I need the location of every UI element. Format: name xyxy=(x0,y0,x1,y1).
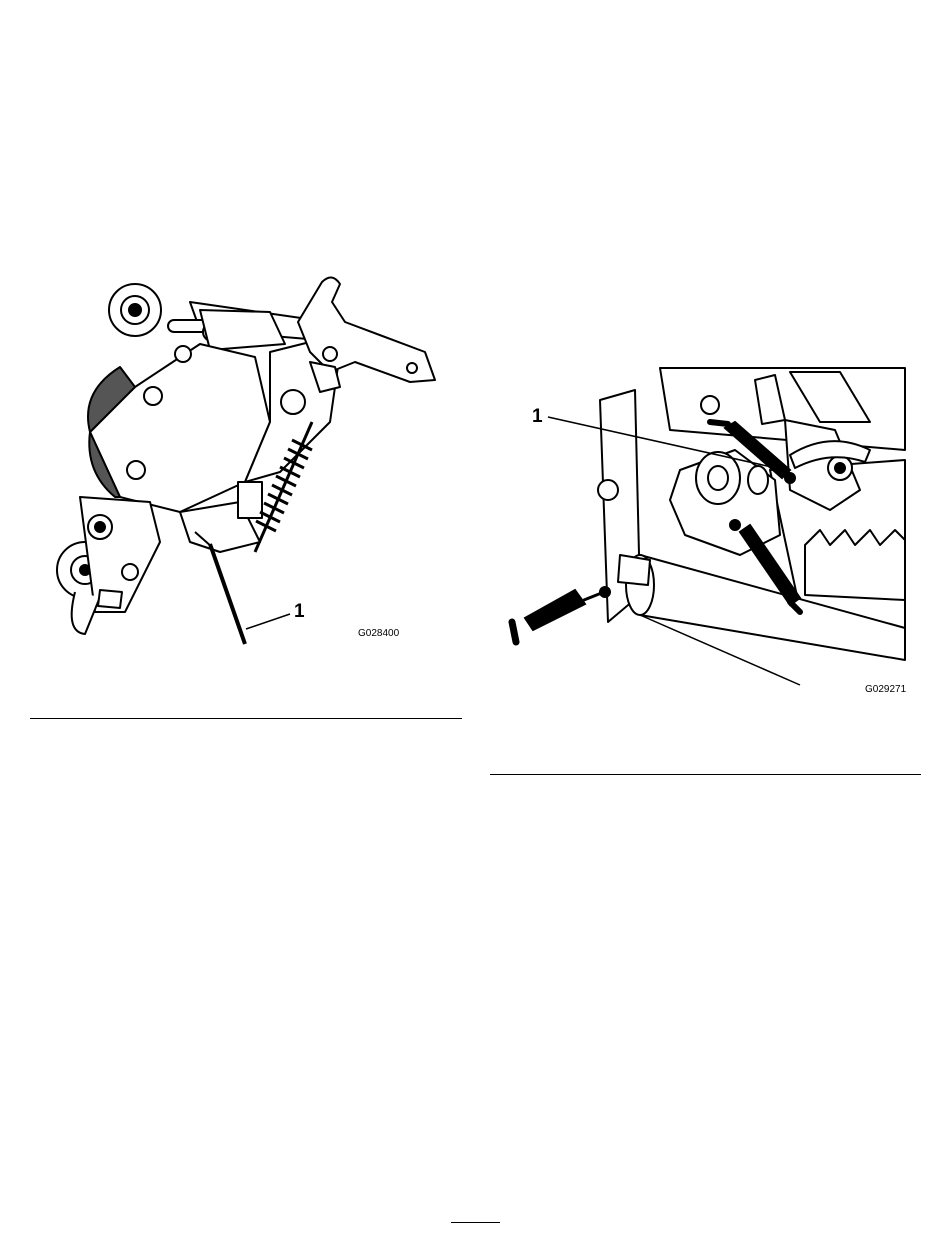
figure-left: 1 G028400 xyxy=(40,272,460,652)
figure-right: 1 G029271 xyxy=(500,360,910,700)
cutting-unit-side-illustration: 1 G028400 xyxy=(40,272,460,652)
footer-rule xyxy=(451,1222,500,1223)
grease-fitting-illustration: 1 G029271 xyxy=(500,360,910,700)
column-divider-left xyxy=(30,718,462,719)
graphic-id: G029271 xyxy=(865,684,907,695)
callout-number: 1 xyxy=(294,601,305,622)
column-divider-right xyxy=(490,774,921,775)
graphic-id: G028400 xyxy=(358,628,400,639)
callout-number: 1 xyxy=(532,406,543,427)
